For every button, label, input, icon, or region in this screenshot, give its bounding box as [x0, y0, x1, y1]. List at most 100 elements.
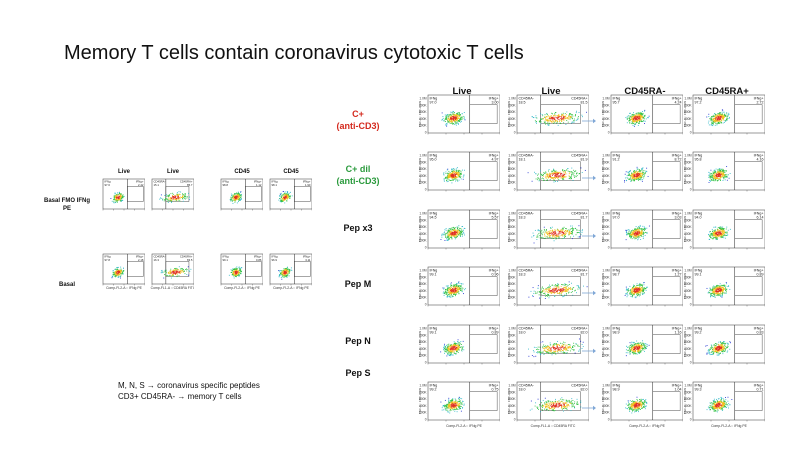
- plot-frame: [427, 94, 500, 134]
- y-axis-label: FSC-A :: FSC-A LIN: [683, 216, 687, 243]
- density-cloud: [528, 338, 584, 358]
- y-tick-label: 600K: [419, 110, 427, 114]
- y-tick-label: 1.0M: [684, 269, 691, 273]
- slide-title: Memory T cells contain coronavirus cytot…: [64, 42, 524, 64]
- gate-box: [540, 219, 581, 239]
- y-tick-label: 400K: [508, 232, 516, 236]
- y-tick-label: 800K: [419, 160, 427, 164]
- gate-stat: 3.11: [305, 258, 311, 262]
- y-tick-label: 0: [690, 246, 692, 250]
- y-tick-label: 0: [425, 131, 427, 135]
- gate-stat: 18.3: [519, 216, 526, 220]
- y-tick-label: 0: [514, 188, 516, 192]
- y-tick-label: 400K: [419, 117, 427, 121]
- y-tick-label: 600K: [419, 340, 427, 344]
- gate-stat: 97.0: [613, 216, 620, 220]
- gate-box: [294, 261, 311, 277]
- density-cloud: [531, 225, 583, 244]
- y-tick-label: 600K: [508, 110, 516, 114]
- y-tick-label: 1.0M: [508, 154, 515, 158]
- density-cloud: [706, 109, 730, 127]
- y-tick-label: 600K: [602, 110, 610, 114]
- y-tick-label: 800K: [602, 103, 610, 107]
- y-tick-label: 400K: [508, 404, 516, 408]
- gate-stat: 99.2: [695, 331, 702, 335]
- y-tick-label: 1.0M: [602, 384, 609, 388]
- note-line: M, N, S → coronavirus specific peptides: [118, 381, 260, 390]
- density-cloud: [708, 166, 731, 183]
- gate-stat: IFNg+: [489, 211, 499, 215]
- density-cloud: [440, 339, 465, 357]
- gate-stat: 6.14: [757, 216, 764, 220]
- y-tick-label: 200K: [684, 354, 692, 358]
- y-tick-label: 1.0M: [419, 269, 426, 273]
- y-tick-label: 0: [425, 361, 427, 365]
- gate-stat: CD45RA-: [519, 383, 535, 387]
- gate-stat: 4.97: [492, 158, 499, 162]
- y-tick-label: 1.0M: [602, 154, 609, 158]
- gate-stat: 0.86: [256, 258, 262, 262]
- density-cloud: [111, 266, 125, 279]
- gate-stat: IFNg: [430, 383, 438, 387]
- y-tick-label: 800K: [508, 333, 516, 337]
- gate-stat: 0.75: [492, 388, 499, 392]
- gate-stat: 1.12: [256, 183, 262, 187]
- gate-stat: 98.7: [613, 273, 620, 277]
- gate-box: [540, 334, 581, 354]
- gate-box: [734, 219, 763, 239]
- y-tick-label: 1.0M: [684, 212, 691, 216]
- plot-frame: [427, 209, 500, 249]
- density-cloud: [110, 191, 125, 204]
- gate-stat: 4.24: [675, 101, 682, 105]
- y-tick-label: 800K: [684, 160, 692, 164]
- gate-stat: IFNg+: [754, 153, 764, 157]
- gate-stat: 8.72: [675, 158, 682, 162]
- plot-frame: [610, 381, 683, 421]
- gate-stat: CD45RA+: [571, 96, 587, 100]
- gate-stat: CD45RA-: [519, 268, 535, 272]
- y-axis-label: FSC-A :: FSC-A LIN: [507, 158, 511, 185]
- y-tick-label: 0: [608, 188, 610, 192]
- gate-box: [652, 161, 681, 181]
- y-axis-label: FSC-A :: FSC-A LIN: [507, 331, 511, 358]
- gate-stat: IFNg+: [672, 383, 682, 387]
- gate-stat: IFNg: [430, 211, 438, 215]
- y-tick-label: 0: [690, 188, 692, 192]
- y-tick-label: 400K: [508, 347, 516, 351]
- y-axis-label: FSC-A :: FSC-A LIN: [418, 331, 422, 358]
- gate-stat: 16.3: [154, 258, 160, 262]
- x-axis-label: Comp-FL1-A :: CD45RA FITC: [531, 424, 576, 428]
- y-tick-label: 1.0M: [602, 327, 609, 331]
- gate-stat: 1.16: [675, 331, 682, 335]
- gate-box: [469, 391, 498, 411]
- column-header: Live: [166, 169, 179, 175]
- plot-frame: [269, 253, 312, 285]
- gate-box: [734, 276, 763, 296]
- y-tick-label: 0: [514, 418, 516, 422]
- y-tick-label: 600K: [419, 225, 427, 229]
- gate-stat: IFNg+: [672, 153, 682, 157]
- gate-stat: 99.1: [430, 331, 437, 335]
- gate-stat: 1.90: [305, 183, 311, 187]
- y-tick-label: 400K: [602, 117, 610, 121]
- y-tick-label: 600K: [684, 282, 692, 286]
- y-tick-label: 600K: [684, 110, 692, 114]
- gate-stat: IFNg: [695, 153, 703, 157]
- condition-label: Pep x3: [328, 222, 388, 234]
- y-tick-label: 200K: [602, 181, 610, 185]
- y-axis-label: FSC-A :: FSC-A LIN: [683, 331, 687, 358]
- density-cloud: [442, 281, 466, 298]
